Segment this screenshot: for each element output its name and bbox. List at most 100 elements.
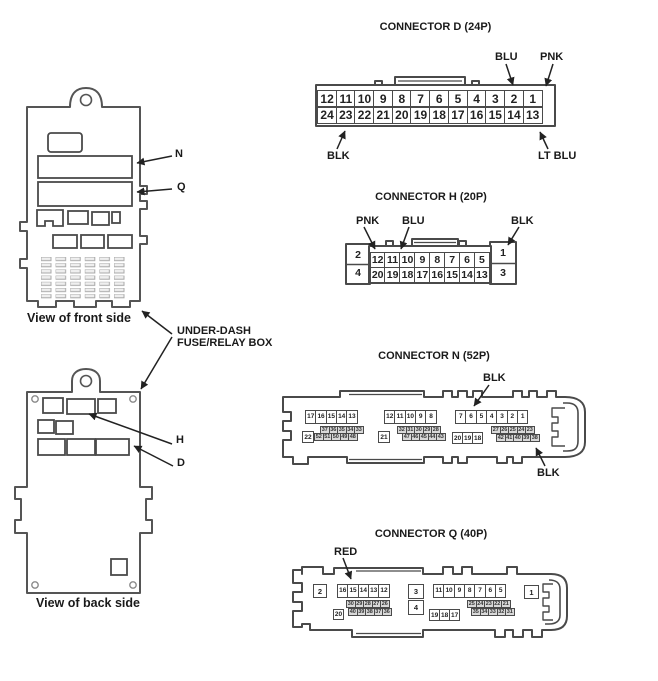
arrow-d-pnk [544,63,554,87]
connector-q-cell-2: 2 [313,584,327,598]
back-view-caption: View of back side [36,596,140,610]
pin-cell-21: 21 [373,106,394,124]
arrow-n-blk-bottom [535,447,546,467]
front-view-slots [36,132,133,299]
pin-cell-6: 6 [429,90,450,107]
pin-cell-8: 8 [425,410,437,424]
pin-cell-21: 21 [501,600,511,608]
arrow-back-d [133,445,174,467]
back-view-slots [37,397,130,576]
wire-label-h-blu: BLU [402,215,425,227]
pin-cell-23: 23 [335,106,356,124]
arrow-h-blu [399,226,410,250]
connector-h-cell-4: 4 [355,266,361,279]
connector-q-title: CONNECTOR Q (40P) [374,528,488,540]
pin-cell-20: 20 [391,106,412,124]
pin-cell-23: 23 [525,425,535,434]
pin-cell-15: 15 [485,106,506,124]
pin-cell-1: 1 [516,410,529,424]
connector-h-title: CONNECTOR H (20P) [375,191,487,203]
pin-cell-18: 18 [472,432,484,444]
wire-label-d-ltblu: LT BLU [538,150,577,162]
pin-cell-2: 2 [503,90,525,107]
pin-cell-12: 12 [317,90,338,107]
arrow-back-h [88,412,173,445]
pin-cell-24: 24 [317,106,338,124]
connector-h-cell-3: 3 [500,266,506,279]
pin-cell-10: 10 [354,90,375,107]
leader-arrows [88,63,554,580]
pin-cell-8: 8 [391,90,412,107]
connector-h-cell-2: 2 [355,248,361,261]
pin-cell-19: 19 [410,106,431,124]
arrow-n-blk-top [473,384,490,407]
arrow-q-red [342,557,353,580]
connector-q-cell-3: 3 [408,584,424,599]
arrow-front-n [136,155,173,166]
pin-cell-33: 33 [354,425,364,434]
pin-cell-26: 26 [380,600,390,608]
arrow-front-q [136,187,173,196]
pin-cell-16: 16 [429,267,446,283]
connector-q-cell-4: 4 [408,600,424,615]
connector-n-title: CONNECTOR N (52P) [378,350,490,362]
pin-cell-31: 31 [505,608,515,616]
wire-label-q-red: RED [334,546,358,558]
pin-cell-18: 18 [399,267,416,283]
arrow-h-blk [507,226,520,246]
pin-cell-3: 3 [485,90,506,107]
wire-label-h-blk: BLK [511,215,534,227]
pin-cell-48: 48 [348,433,358,441]
pin-cell-11: 11 [335,90,356,107]
back-label-d: D [177,457,185,469]
pin-cell-17: 17 [447,106,468,124]
connector-d-title: CONNECTOR D (24P) [379,21,492,33]
front-view-caption: View of front side [27,311,131,325]
wire-label-d-blk: BLK [327,150,350,162]
pin-cell-5: 5 [494,584,507,598]
pin-cell-36: 36 [382,608,392,616]
pin-cell-43: 43 [436,433,446,441]
pin-cell-9: 9 [373,90,394,107]
under-dash-label-line1: UNDER-DASH [177,325,251,337]
arrow-d-ltblu [539,131,549,150]
connector-q-cell-20: 20 [333,609,344,620]
pin-cell-4: 4 [466,90,487,107]
pin-cell-14: 14 [458,267,476,283]
pin-cell-13: 13 [473,267,491,283]
pin-cell-17: 17 [449,609,461,621]
pin-cell-1: 1 [522,90,543,107]
connector-n-cell-22: 22 [302,431,314,443]
pin-cell-5: 5 [447,90,468,107]
arrow-d-blu [505,63,515,86]
wire-label-d-pnk: PNK [540,51,564,63]
wire-label-n-blk-top: BLK [483,372,506,384]
fuse-grid [41,257,125,299]
pin-cell-16: 16 [466,106,487,124]
pin-cell-14: 14 [503,106,525,124]
under-dash-label-line2: FUSE/RELAY BOX [177,336,273,349]
pin-cell-7: 7 [410,90,431,107]
wire-label-n-blk-bottom: BLK [537,467,560,479]
pin-cell-12: 12 [378,584,390,598]
wire-label-d-blu: BLU [495,51,518,63]
connector-q-cell-1: 1 [524,585,539,599]
pin-cell-13: 13 [346,410,358,424]
pin-cell-5: 5 [473,251,491,268]
